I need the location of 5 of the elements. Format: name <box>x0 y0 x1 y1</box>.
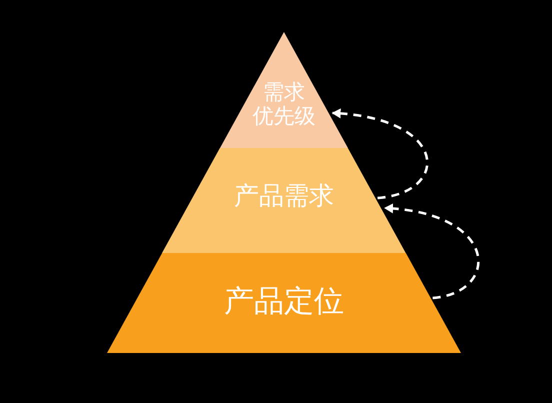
tier-label: 产品需求 <box>234 182 334 210</box>
tier-label: 产品定位 <box>224 285 344 320</box>
arrow <box>332 108 428 200</box>
tier-label: 需求优先级 <box>252 80 316 128</box>
arrow <box>384 204 480 300</box>
